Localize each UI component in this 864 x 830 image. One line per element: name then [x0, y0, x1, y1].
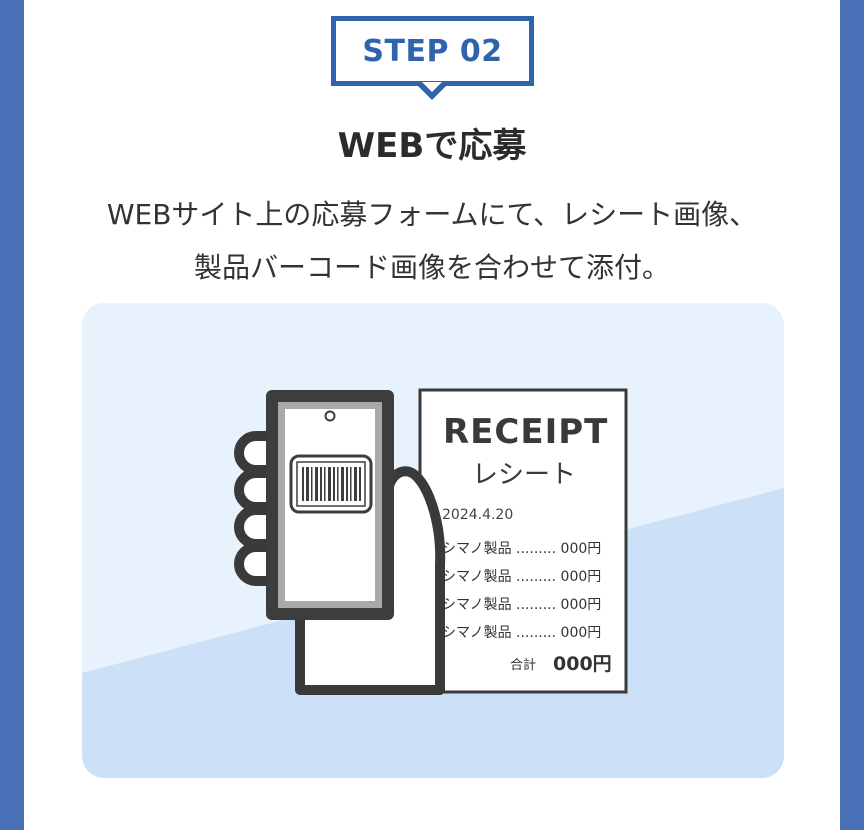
step-badge-pointer-inner	[422, 82, 442, 92]
receipt-line-item: シマノ製品 ......... 000円	[442, 569, 602, 585]
receipt-title: RECEIPT	[443, 412, 609, 452]
illustration-background	[82, 488, 784, 778]
receipt-line-item: シマノ製品 ......... 000円	[442, 597, 602, 613]
receipt-subtitle: レシート	[472, 460, 577, 490]
receipt-total-label: 合計	[510, 658, 537, 673]
step-heading: WEBで応募	[337, 126, 527, 166]
receipt-total-value: 000円	[553, 653, 612, 675]
receipt-date: 2024.4.20	[442, 507, 514, 523]
right-border-bar	[840, 0, 864, 830]
description-line-1: WEBサイト上の応募フォームにて、レシート画像、	[106, 198, 758, 231]
receipt-line-item: シマノ製品 ......... 000円	[442, 541, 602, 557]
left-border-bar	[0, 0, 24, 830]
step-badge: STEP 02	[331, 16, 534, 86]
description-line-2: 製品バーコード画像を合わせて添付。	[193, 251, 670, 284]
receipt-line-item: シマノ製品 ......... 000円	[442, 625, 602, 641]
illustration-panel	[82, 303, 784, 778]
step-label: STEP 02	[362, 33, 503, 69]
